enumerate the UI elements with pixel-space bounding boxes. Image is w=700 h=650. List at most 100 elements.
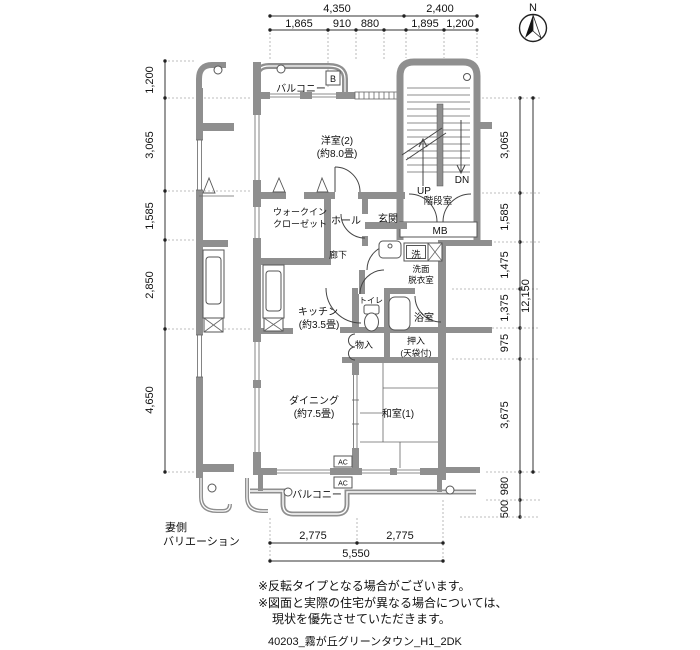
- dim-right-6: 3,675: [499, 401, 511, 429]
- window-bottom-1: [277, 469, 330, 474]
- dim-bottom-1: 2,775: [299, 530, 327, 542]
- balcony-bottom-label: バルコニー: [292, 489, 342, 501]
- dimension-left: 1,200 3,065 1,585 2,850 4,650: [144, 59, 250, 474]
- wic-label-1: ウォークイン: [273, 207, 327, 217]
- dn-label: DN: [455, 175, 469, 186]
- swing-mark: [202, 176, 216, 194]
- stair-rail: [436, 103, 444, 187]
- side-note-line2: バリエーション: [163, 535, 240, 548]
- stair-hall-door-arc-left: [408, 193, 438, 223]
- gable-variation-strip: [196, 62, 234, 513]
- up-label: UP: [417, 186, 431, 197]
- storage-door-arc: [348, 346, 356, 361]
- dim-top-sub-5: 1,200: [446, 18, 474, 30]
- storage-label: 物入: [355, 339, 373, 350]
- closet-label-1: 押入: [407, 335, 425, 346]
- dimension-top: 4,350 2,400 1,865 910 880 1,895 1,200: [268, 3, 479, 88]
- stair-down-arrow: [456, 120, 466, 175]
- main-balcony-divider: [245, 478, 268, 513]
- north-indicator: N: [518, 2, 548, 43]
- stair-up-arrow: [418, 137, 428, 186]
- window-left-3: [254, 342, 260, 380]
- b-box-label: B: [330, 74, 336, 84]
- swing-mark: [316, 176, 329, 193]
- dim-top-sub-3: 880: [361, 18, 379, 30]
- wic-label-2: クローゼット: [273, 218, 327, 229]
- strip-balcony-divider: [199, 478, 232, 513]
- japanese-room-sliding-door: [352, 375, 359, 448]
- entrance-door-arc: [340, 213, 366, 239]
- dim-right-2: 1,585: [499, 203, 511, 231]
- window-left-4: [254, 388, 260, 452]
- entrance-label: 玄関: [378, 212, 398, 225]
- window-top-1: [270, 93, 300, 98]
- dim-left-5: 4,650: [144, 386, 156, 414]
- room-labels: 洋室(2) (約8.0畳) ウォークイン クローゼット ホール 玄関 廊下 洗 …: [273, 134, 434, 420]
- swing-mark: [272, 176, 286, 193]
- toilet-door-arc: [359, 269, 385, 295]
- stair-hall-door-arc-right: [442, 193, 472, 223]
- dim-right-5: 975: [499, 334, 511, 352]
- mb-label: MB: [433, 226, 448, 237]
- dimension-right: 3,065 1,585 1,475 1,375 975 3,675 980 50…: [452, 96, 540, 519]
- dim-right-4: 1,375: [499, 294, 511, 322]
- kitchen-counter: [262, 264, 285, 332]
- dim-bottom-total: 5,550: [342, 548, 370, 560]
- b-box: [325, 70, 341, 86]
- exterior-walls: [253, 62, 492, 480]
- dim-bottom-2: 2,775: [386, 530, 414, 542]
- hall-label: ホール: [331, 215, 361, 227]
- ac-label-2: AC: [338, 481, 348, 488]
- compass-needle-light: [532, 14, 542, 40]
- ac-box-indoor: AC: [333, 455, 353, 468]
- dim-top-sub-2: 910: [333, 18, 351, 30]
- window-bottom-3: [397, 469, 420, 474]
- ac-box-outdoor: AC: [333, 476, 353, 489]
- pipe-shaft: [427, 242, 443, 262]
- louver-window: [354, 91, 401, 100]
- note-line-1: ※反転タイプとなる場合がございます。: [258, 578, 471, 593]
- western2-door-arc: [334, 166, 361, 193]
- tatami-lines: [360, 363, 438, 468]
- kitchen-door-arc: [325, 287, 362, 324]
- laundry-label: 洗: [411, 249, 421, 261]
- dim-left-2: 3,065: [144, 131, 156, 159]
- washroom-label-2: 脱衣室: [408, 275, 434, 285]
- dim-right-total: 12,150: [520, 279, 532, 313]
- storage-door-arc: [348, 333, 356, 348]
- dim-left-3: 1,585: [144, 202, 156, 230]
- western2-size-label: (約8.0畳): [317, 147, 358, 160]
- stair-break-line: [405, 132, 447, 161]
- side-note-line1: 妻側: [165, 521, 187, 534]
- dining-size-label: (約7.5畳): [294, 407, 335, 420]
- western2-label: 洋室(2): [321, 134, 353, 147]
- bathroom-label: 浴室: [414, 311, 434, 324]
- window-left-1: [254, 115, 260, 180]
- toilet-fixture: [363, 304, 380, 332]
- bathtub: [388, 296, 411, 331]
- drawing-title: 40203_霧が丘グリーンタウン_H1_2DK: [268, 634, 463, 648]
- note-line-2: ※図面と実際の住宅が異なる場合については、: [258, 595, 507, 610]
- stairwell: UP DN 階段室 MB: [396, 58, 481, 240]
- window-top-2: [312, 93, 336, 98]
- window-left-2: [254, 207, 260, 238]
- balcony-top: バルコニー B: [254, 63, 348, 96]
- bathroom-door-arc: [414, 295, 442, 323]
- north-label: N: [529, 2, 537, 14]
- dim-top-total-2: 2,400: [426, 3, 454, 15]
- dining-label: ダイニング: [289, 394, 339, 407]
- annotations: 妻側 バリエーション ※反転タイプとなる場合がございます。 ※図面と実際の住宅が…: [163, 521, 507, 648]
- strip-kitchen-counter: [202, 249, 225, 333]
- dim-right-1: 3,065: [499, 131, 511, 159]
- ac-label-1: AC: [338, 460, 348, 467]
- balcony-top-label: バルコニー: [276, 83, 326, 95]
- closet-label-2: (天袋付): [400, 348, 431, 358]
- washroom-label-1: 洗面: [412, 264, 430, 274]
- dim-right-8: 500: [499, 500, 511, 518]
- dim-top-sub-1: 1,865: [285, 18, 313, 30]
- compass-needle-dark: [525, 15, 533, 38]
- dim-top-total-1: 4,350: [323, 3, 351, 15]
- strip-window-upper: [196, 139, 203, 191]
